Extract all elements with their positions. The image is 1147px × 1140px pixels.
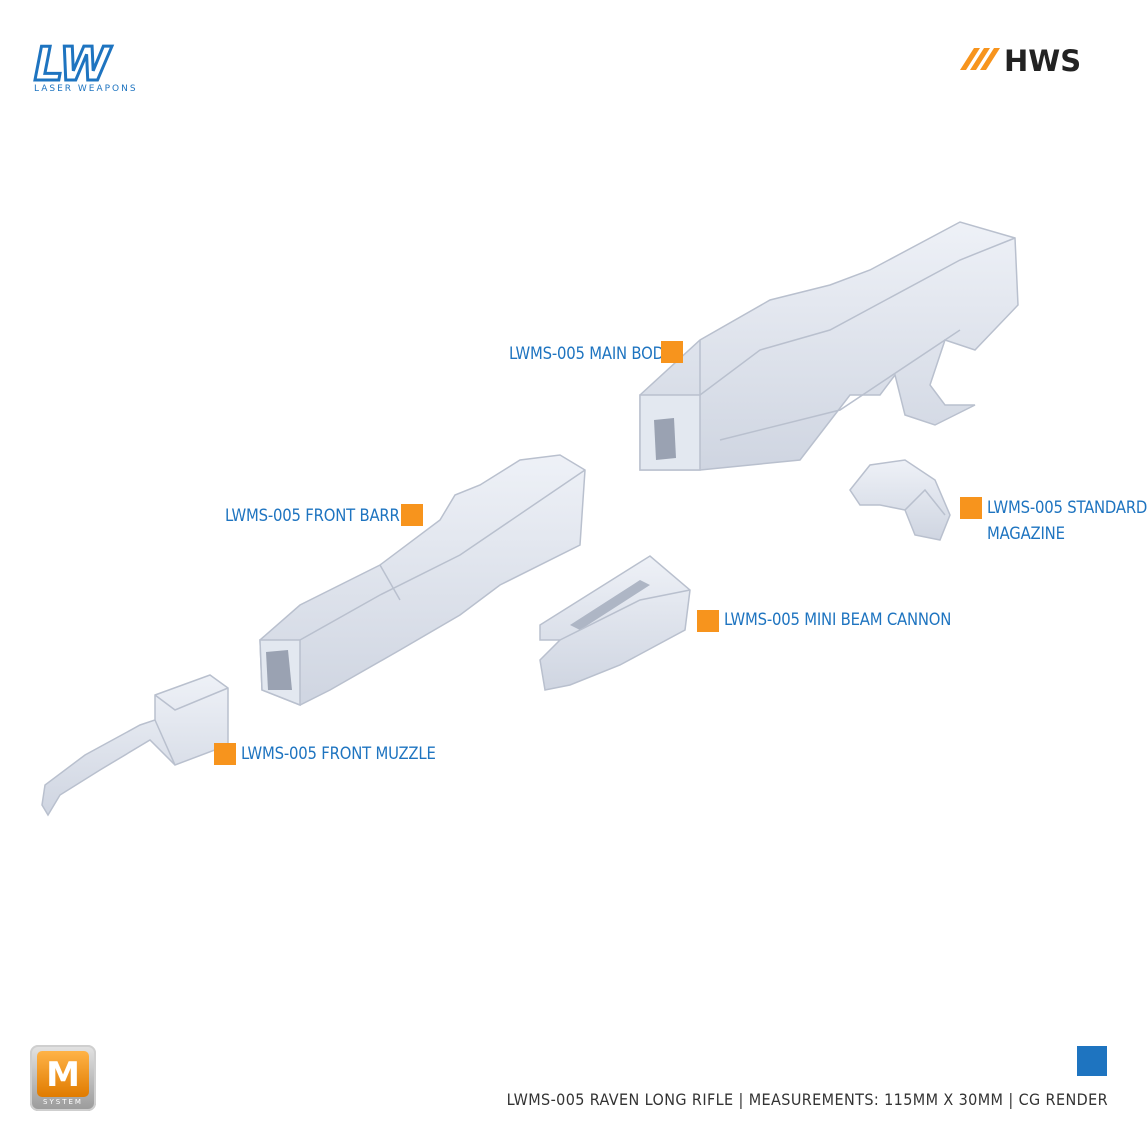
standard-magazine-part: [849, 459, 951, 541]
main-body-part: [639, 221, 1019, 471]
front-barrel-label: LWMS-005 FRONT BARREL: [225, 506, 417, 525]
m-system-badge: M SYSTEM: [30, 1045, 96, 1111]
front-muzzle-marker: [214, 743, 236, 765]
main-body-marker: [661, 341, 683, 363]
front-barrel-part: [259, 454, 586, 707]
standard-magazine-label-line2: MAGAZINE: [987, 524, 1065, 543]
front-barrel-marker: [401, 504, 423, 526]
standard-magazine-label: LWMS-005 STANDARD: [987, 498, 1147, 517]
footer-caption: LWMS-005 RAVEN LONG RIFLE | MEASUREMENTS…: [506, 1090, 1108, 1109]
hws-logo: HWS: [960, 44, 1081, 78]
blue-square-accent: [1077, 1046, 1107, 1076]
lw-logo-subtitle: LASER WEAPONS: [34, 84, 138, 94]
mini-beam-cannon-label: LWMS-005 MINI BEAM CANNON: [724, 610, 952, 629]
front-muzzle-label: LWMS-005 FRONT MUZZLE: [241, 744, 436, 763]
mini-beam-cannon-part: [539, 555, 691, 691]
standard-magazine-marker: [960, 497, 982, 519]
mini-beam-cannon-marker: [697, 610, 719, 632]
hws-logo-text: HWS: [1004, 44, 1081, 78]
front-muzzle-part: [41, 674, 229, 817]
hws-stripes-icon: [960, 48, 1000, 70]
m-badge-letter: M: [46, 1055, 80, 1095]
lw-laser-weapons-logo: LW: [33, 36, 114, 93]
main-body-label: LWMS-005 MAIN BODY: [509, 344, 672, 363]
lw-logo-text: LW: [34, 37, 112, 91]
m-badge-text: SYSTEM: [43, 1098, 83, 1106]
